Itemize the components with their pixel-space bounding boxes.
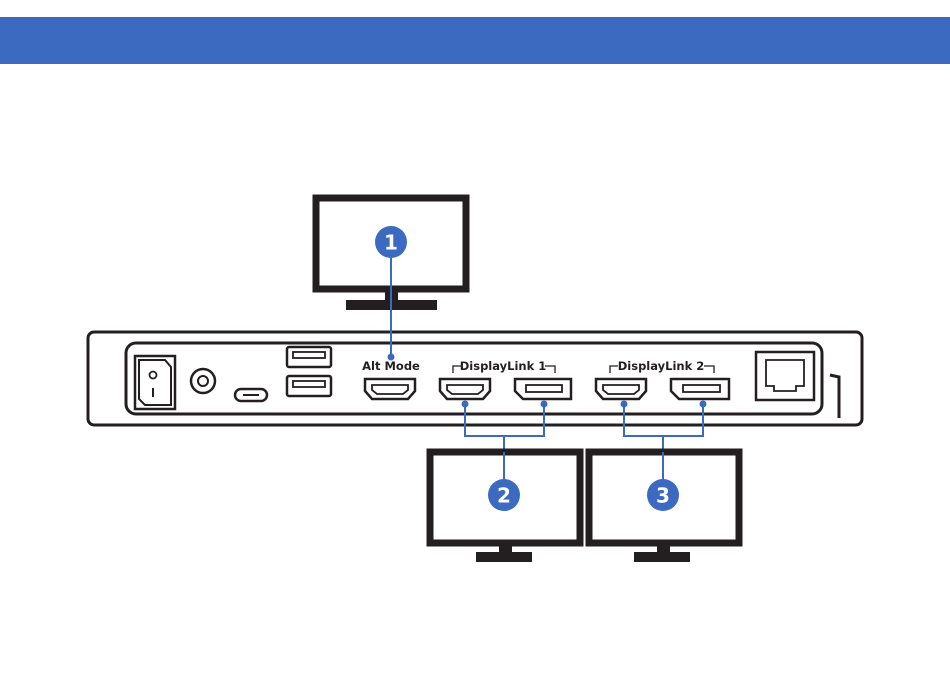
monitor-3-base <box>634 552 690 562</box>
displayport-port-icon <box>671 379 729 399</box>
connector-dot <box>462 401 469 408</box>
monitor-2-base <box>476 552 532 562</box>
hdmi-port-icon <box>365 379 415 399</box>
usb-c-port-icon <box>235 389 267 401</box>
displayport-port-icon <box>515 379 571 399</box>
connector-displaylink-2 <box>624 404 703 436</box>
docking-station: Alt Mode DisplayLink 1 DisplayLink 2 <box>88 332 862 425</box>
dock-side-edge <box>830 375 839 418</box>
connector-dot <box>541 401 548 408</box>
ethernet-port-icon <box>756 352 814 400</box>
monitor-2-badge-number: 2 <box>497 484 511 508</box>
usb-a-port-icon <box>287 347 331 367</box>
connector-dot <box>388 354 395 361</box>
monitor-1-badge-number: 1 <box>384 231 398 255</box>
monitor-3-badge-number: 3 <box>656 484 670 508</box>
hdmi-port-icon <box>596 379 646 399</box>
displaylink-1-label: DisplayLink 1 <box>460 359 547 373</box>
dc-power-jack-icon <box>191 369 215 393</box>
connector-displaylink-1 <box>465 404 544 436</box>
usb-a-port-icon <box>287 376 331 396</box>
connector-dot <box>700 401 707 408</box>
connector-dot <box>621 401 628 408</box>
alt-mode-label: Alt Mode <box>362 359 420 373</box>
monitor-2-badge: 2 <box>488 479 520 511</box>
power-switch-icon <box>135 356 175 409</box>
displaylink-2-label: DisplayLink 2 <box>618 359 705 373</box>
monitor-1-badge: 1 <box>375 226 407 258</box>
hdmi-port-icon <box>440 379 490 399</box>
monitor-3-badge: 3 <box>647 479 679 511</box>
